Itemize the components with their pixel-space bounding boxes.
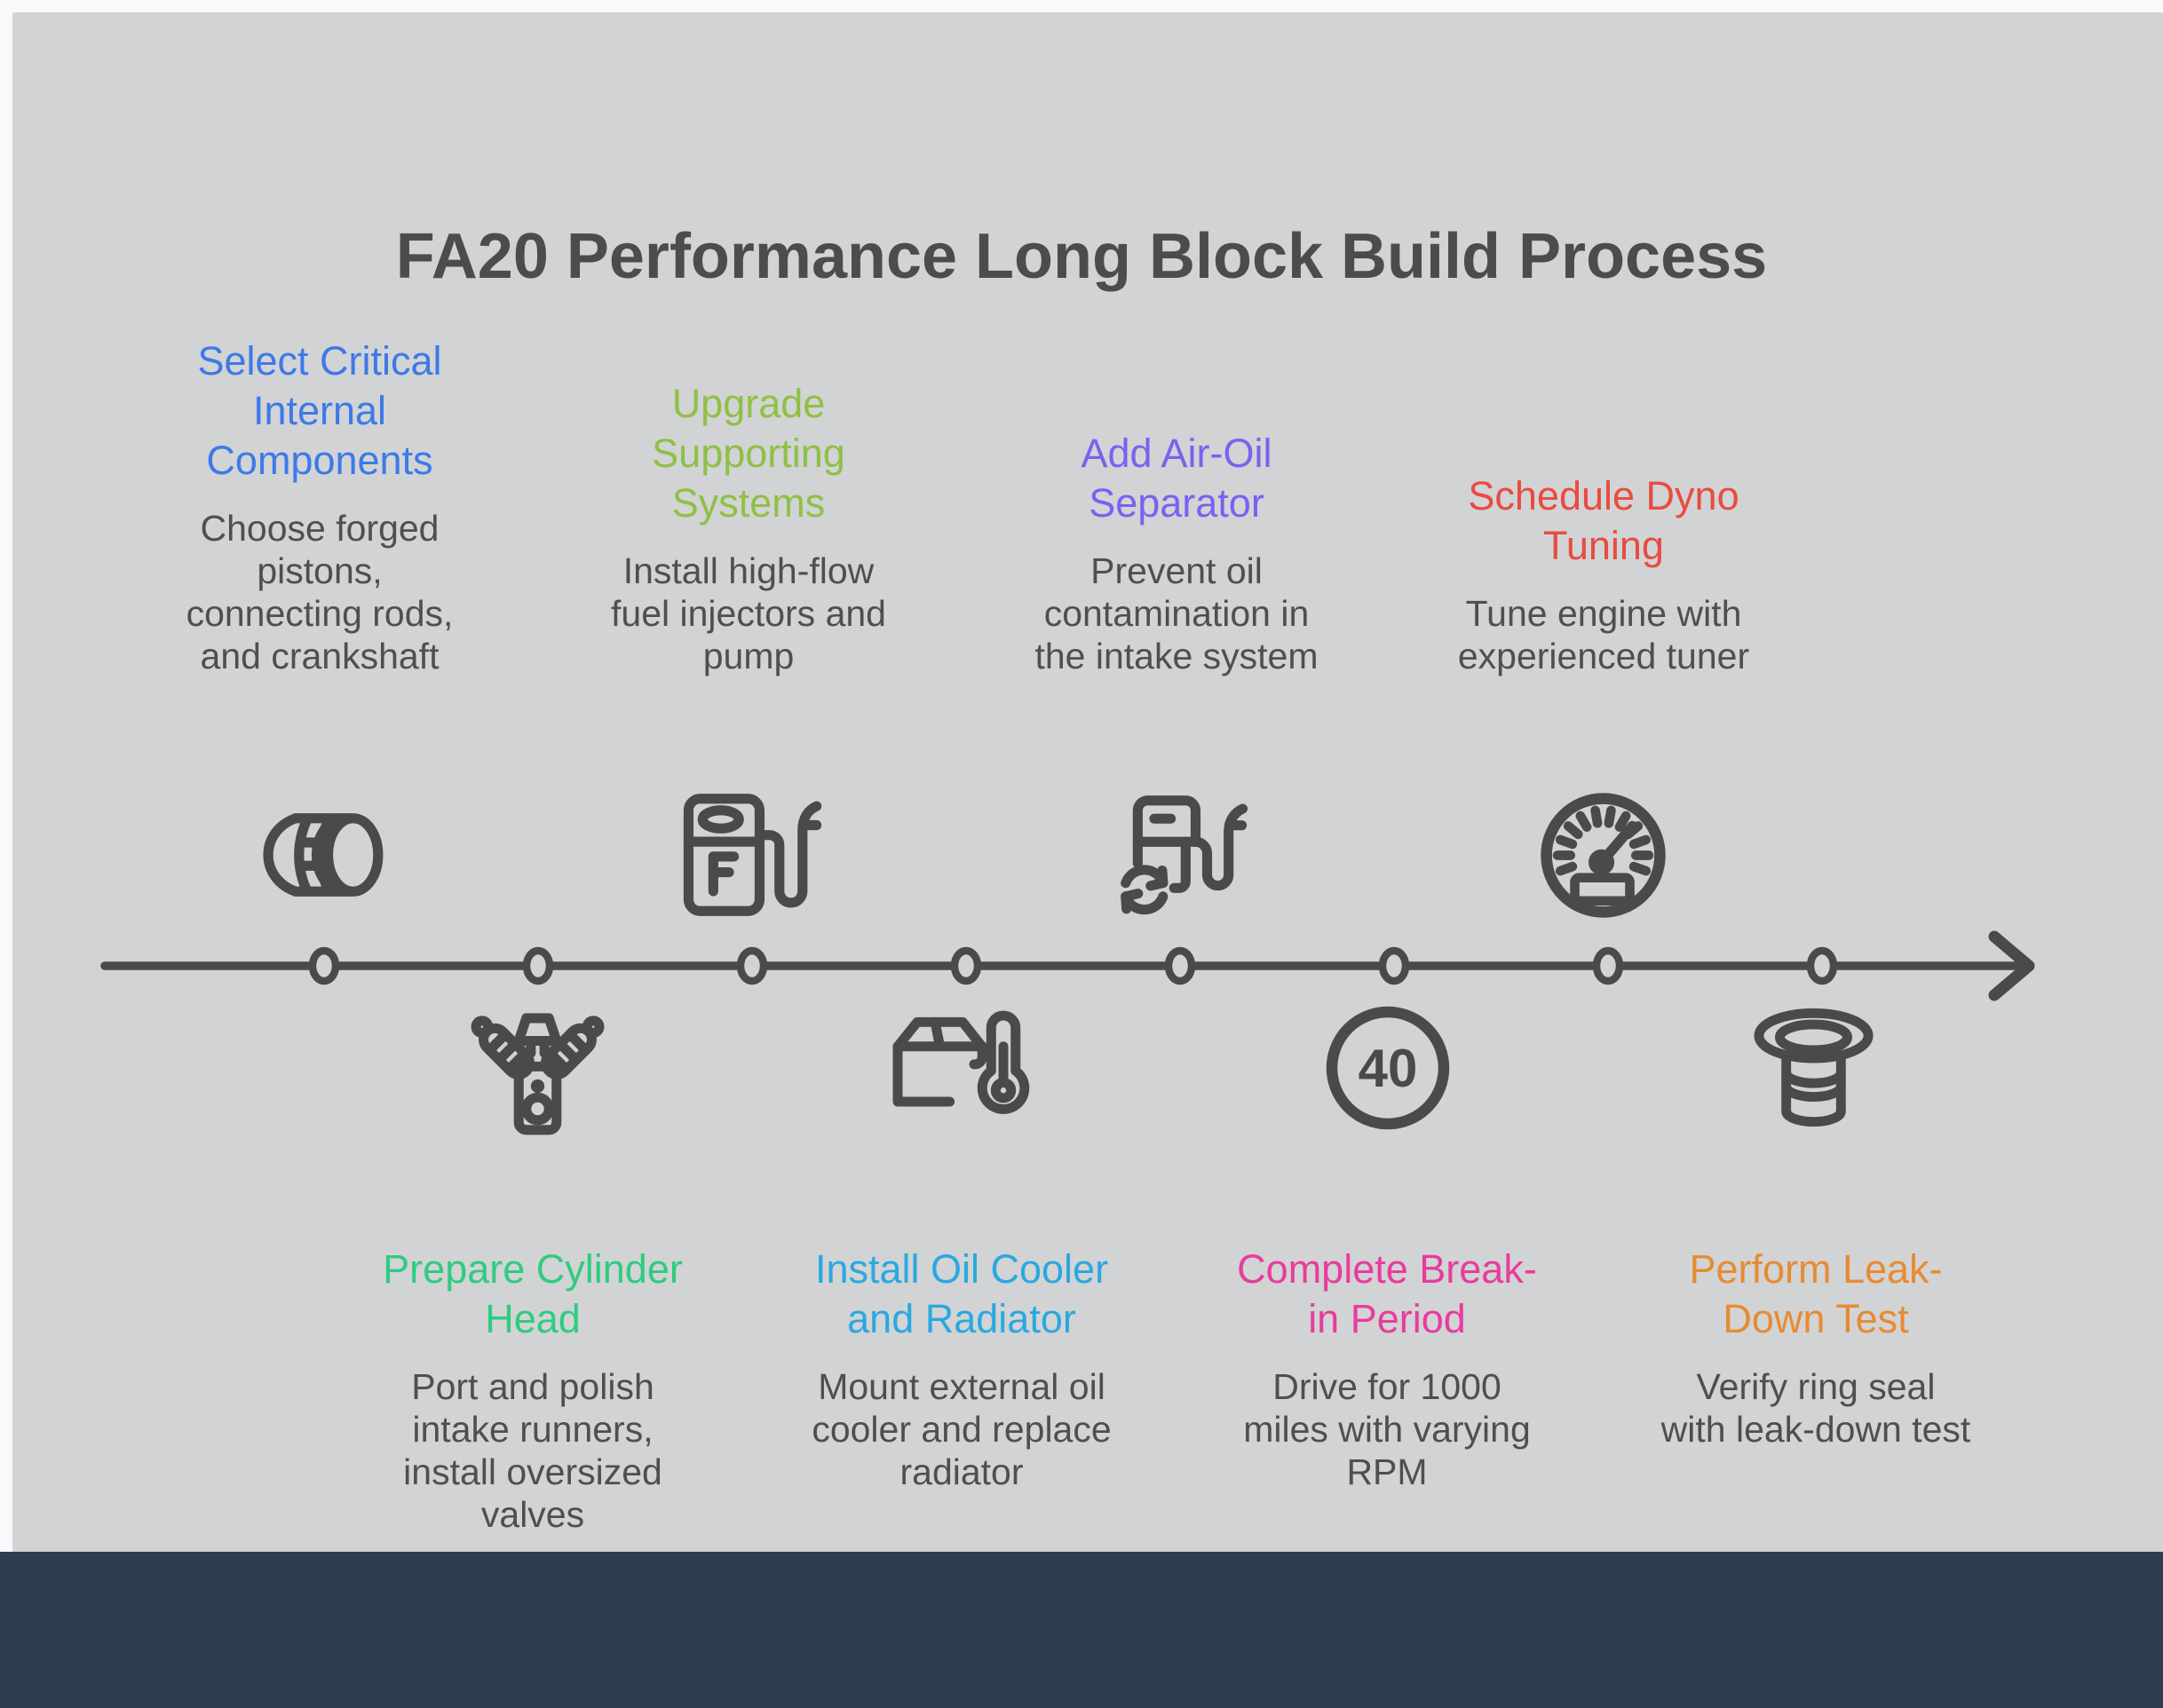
gauge-icon [1534,787,1672,924]
timeline-node [1592,946,1624,985]
step-description: Mount external oil cooler and replace ra… [812,1366,1112,1492]
timeline-node [522,946,554,985]
speed-40-icon: 40 [1321,1001,1454,1135]
timeline-node [1806,946,1838,985]
timeline-arrow-icon [1988,930,2035,1001]
step-label: Prepare Cylinder Head [383,1246,683,1341]
timeline-axis [100,930,2035,1001]
step-complete-break-in-period: Complete Break-in Period Drive for 1000 … [1232,1245,1542,1493]
engine-icon [464,999,611,1143]
piston-icon [256,811,389,899]
step-select-critical-internal-components: Select Critical Internal Components Choo… [173,334,466,677]
gray-canvas [12,12,2163,1552]
step-label: Complete Break-in Period [1237,1246,1537,1341]
footer-bar [0,1552,2163,1708]
car-thermometer-icon [888,1006,1033,1121]
step-upgrade-supporting-systems: Upgrade Supporting Systems Install high-… [602,334,895,677]
leak-down-icon [1749,1001,1878,1133]
step-install-oil-cooler-and-radiator: Install Oil Cooler and Radiator Mount ex… [806,1245,1117,1493]
oil-separator-icon [1106,790,1248,923]
step-label: Add Air-Oil Separator [1081,431,1272,526]
step-description: Tune engine with experienced tuner [1457,593,1750,676]
step-add-air-oil-separator: Add Air-Oil Separator Prevent oil contam… [1030,334,1323,677]
step-perform-leak-down-test: Perform Leak-Down Test Verify ring seal … [1660,1245,1971,1451]
page-title: FA20 Performance Long Block Build Proces… [395,221,1768,293]
step-label: Upgrade Supporting Systems [652,381,845,526]
step-description: Verify ring seal with leak-down test [1660,1366,1971,1450]
step-description: Choose forged pistons, connecting rods, … [186,508,454,676]
step-label: Install Oil Cooler and Radiator [814,1246,1109,1341]
timeline-node [950,946,982,985]
timeline-nodes [308,946,1838,985]
fuel-pump-icon [682,788,824,921]
step-label: Select Critical Internal Components [197,338,442,483]
step-label: Schedule Dyno Tuning [1468,473,1739,568]
speed-badge-value: 40 [1359,1039,1418,1098]
step-schedule-dyno-tuning: Schedule Dyno Tuning Tune engine with ex… [1457,334,1750,677]
step-prepare-cylinder-head: Prepare Cylinder Head Port and polish in… [377,1245,688,1536]
timeline-node [1378,946,1410,985]
step-label: Perform Leak-Down Test [1689,1246,1943,1341]
timeline-node [1164,946,1196,985]
timeline-node [308,946,340,985]
step-description: Prevent oil contamination in the intake … [1034,550,1319,676]
step-description: Port and polish intake runners, install … [403,1366,662,1535]
step-description: Install high-flow fuel injectors and pum… [611,550,886,676]
timeline-node [736,946,768,985]
step-description: Drive for 1000 miles with varying RPM [1243,1366,1531,1492]
